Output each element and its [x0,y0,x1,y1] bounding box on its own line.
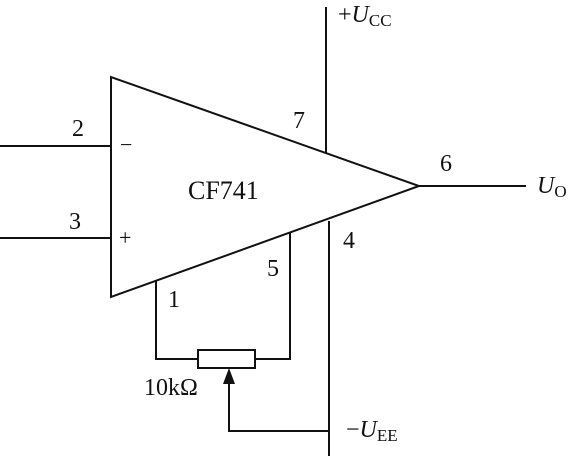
pin-label-noninverting: 3 [69,209,81,235]
wiper-arrow-icon [223,368,235,384]
wiper-wire [228,377,330,432]
inverting-input-symbol: − [120,132,132,157]
offset-null-wire-pin1 [155,281,199,360]
output-label-symbol: U [537,173,556,199]
pin-label-v-plus: 7 [293,108,305,134]
output-label-subscript: O [554,182,566,201]
pin-label-output: 6 [440,151,452,177]
negative-supply-subscript: EE [377,426,398,445]
opamp-triangle [110,75,422,299]
negative-supply-sign: − [346,417,360,443]
pin-label-v-minus: 4 [343,228,355,254]
output-label: UO [537,173,567,201]
pin-label-null-5: 5 [267,256,279,282]
negative-supply-symbol: U [360,417,379,443]
opamp-part-number: CF741 [188,176,259,205]
potentiometer-resistor [197,349,256,369]
positive-supply-symbol: U [352,2,371,28]
noninverting-input-symbol: + [119,225,131,250]
pin-label-inverting: 2 [72,116,84,142]
positive-supply-label: +UCC [338,2,392,30]
potentiometer-value: 10kΩ [144,375,198,401]
negative-supply-label: −UEE [346,417,398,445]
positive-supply-subscript: CC [369,11,392,30]
pin-label-null-1: 1 [168,287,180,313]
positive-supply-sign: + [338,2,352,28]
offset-null-wire-pin5 [254,233,291,360]
